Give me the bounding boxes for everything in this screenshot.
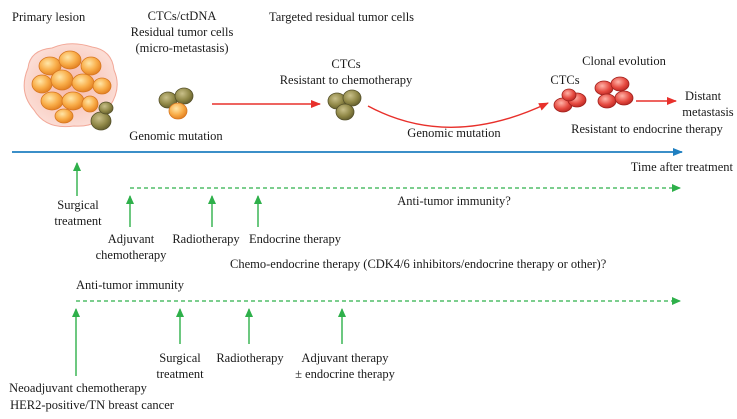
resistant-ctc-cluster	[327, 89, 362, 121]
anti-tumor-immunity-label: Anti-tumor immunity	[76, 278, 185, 292]
primary-lesion-label: Primary lesion	[12, 10, 86, 24]
endocrine-therapy-lower-label: ± endocrine therapy	[295, 367, 396, 381]
ctc-red-cluster	[553, 88, 587, 113]
neoadjuvant-chemotherapy-label: Neoadjuvant chemotherapy	[9, 381, 148, 395]
chemo-endocrine-label: Chemo-endocrine therapy (CDK4/6 inhibito…	[230, 257, 607, 271]
anti-tumor-immunity-question-label: Anti-tumor immunity?	[397, 194, 511, 208]
adjuvant-label: Adjuvant	[108, 232, 155, 246]
ctcs-ctdna-label: CTCs/ctDNA	[148, 9, 217, 23]
genomic-mutation-label-2: Genomic mutation	[407, 126, 501, 140]
ctcs-right-label: CTCs	[550, 73, 579, 87]
time-after-treatment-label: Time after treatment	[631, 160, 734, 174]
targeted-residual-label: Targeted residual tumor cells	[269, 10, 414, 24]
radiotherapy-label-lower: Radiotherapy	[216, 351, 284, 365]
clonal-evolution-cluster	[594, 76, 634, 109]
ctcs-resistant-label: CTCs	[331, 57, 360, 71]
radiotherapy-label-upper: Radiotherapy	[172, 232, 240, 246]
micro-metastasis-label: (micro-metastasis)	[135, 41, 228, 55]
endocrine-therapy-label: Endocrine therapy	[249, 232, 342, 246]
treatment-label-upper: treatment	[54, 214, 102, 228]
surgical-label-upper: Surgical	[57, 198, 99, 212]
distant-label: Distant	[685, 89, 722, 103]
treatment-label-lower: treatment	[156, 367, 204, 381]
progression-curve-arrow	[367, 102, 549, 128]
residual-cell-cluster	[158, 87, 194, 120]
primary-lesion-illustration	[23, 43, 118, 131]
residual-tumor-cells-label: Residual tumor cells	[131, 25, 234, 39]
chemotherapy-label: chemotherapy	[96, 248, 168, 262]
surgical-label-lower: Surgical	[159, 351, 201, 365]
resistant-to-chemotherapy-label: Resistant to chemotherapy	[280, 73, 413, 87]
genomic-mutation-label-1: Genomic mutation	[129, 129, 223, 143]
metastasis-label: metastasis	[682, 105, 734, 119]
her2-tn-subtype-label: HER2-positive/TN breast cancer	[10, 398, 175, 412]
adjuvant-therapy-label: Adjuvant therapy	[301, 351, 389, 365]
clonal-evolution-label: Clonal evolution	[582, 54, 666, 68]
resistant-to-endocrine-label: Resistant to endocrine therapy	[571, 122, 723, 136]
